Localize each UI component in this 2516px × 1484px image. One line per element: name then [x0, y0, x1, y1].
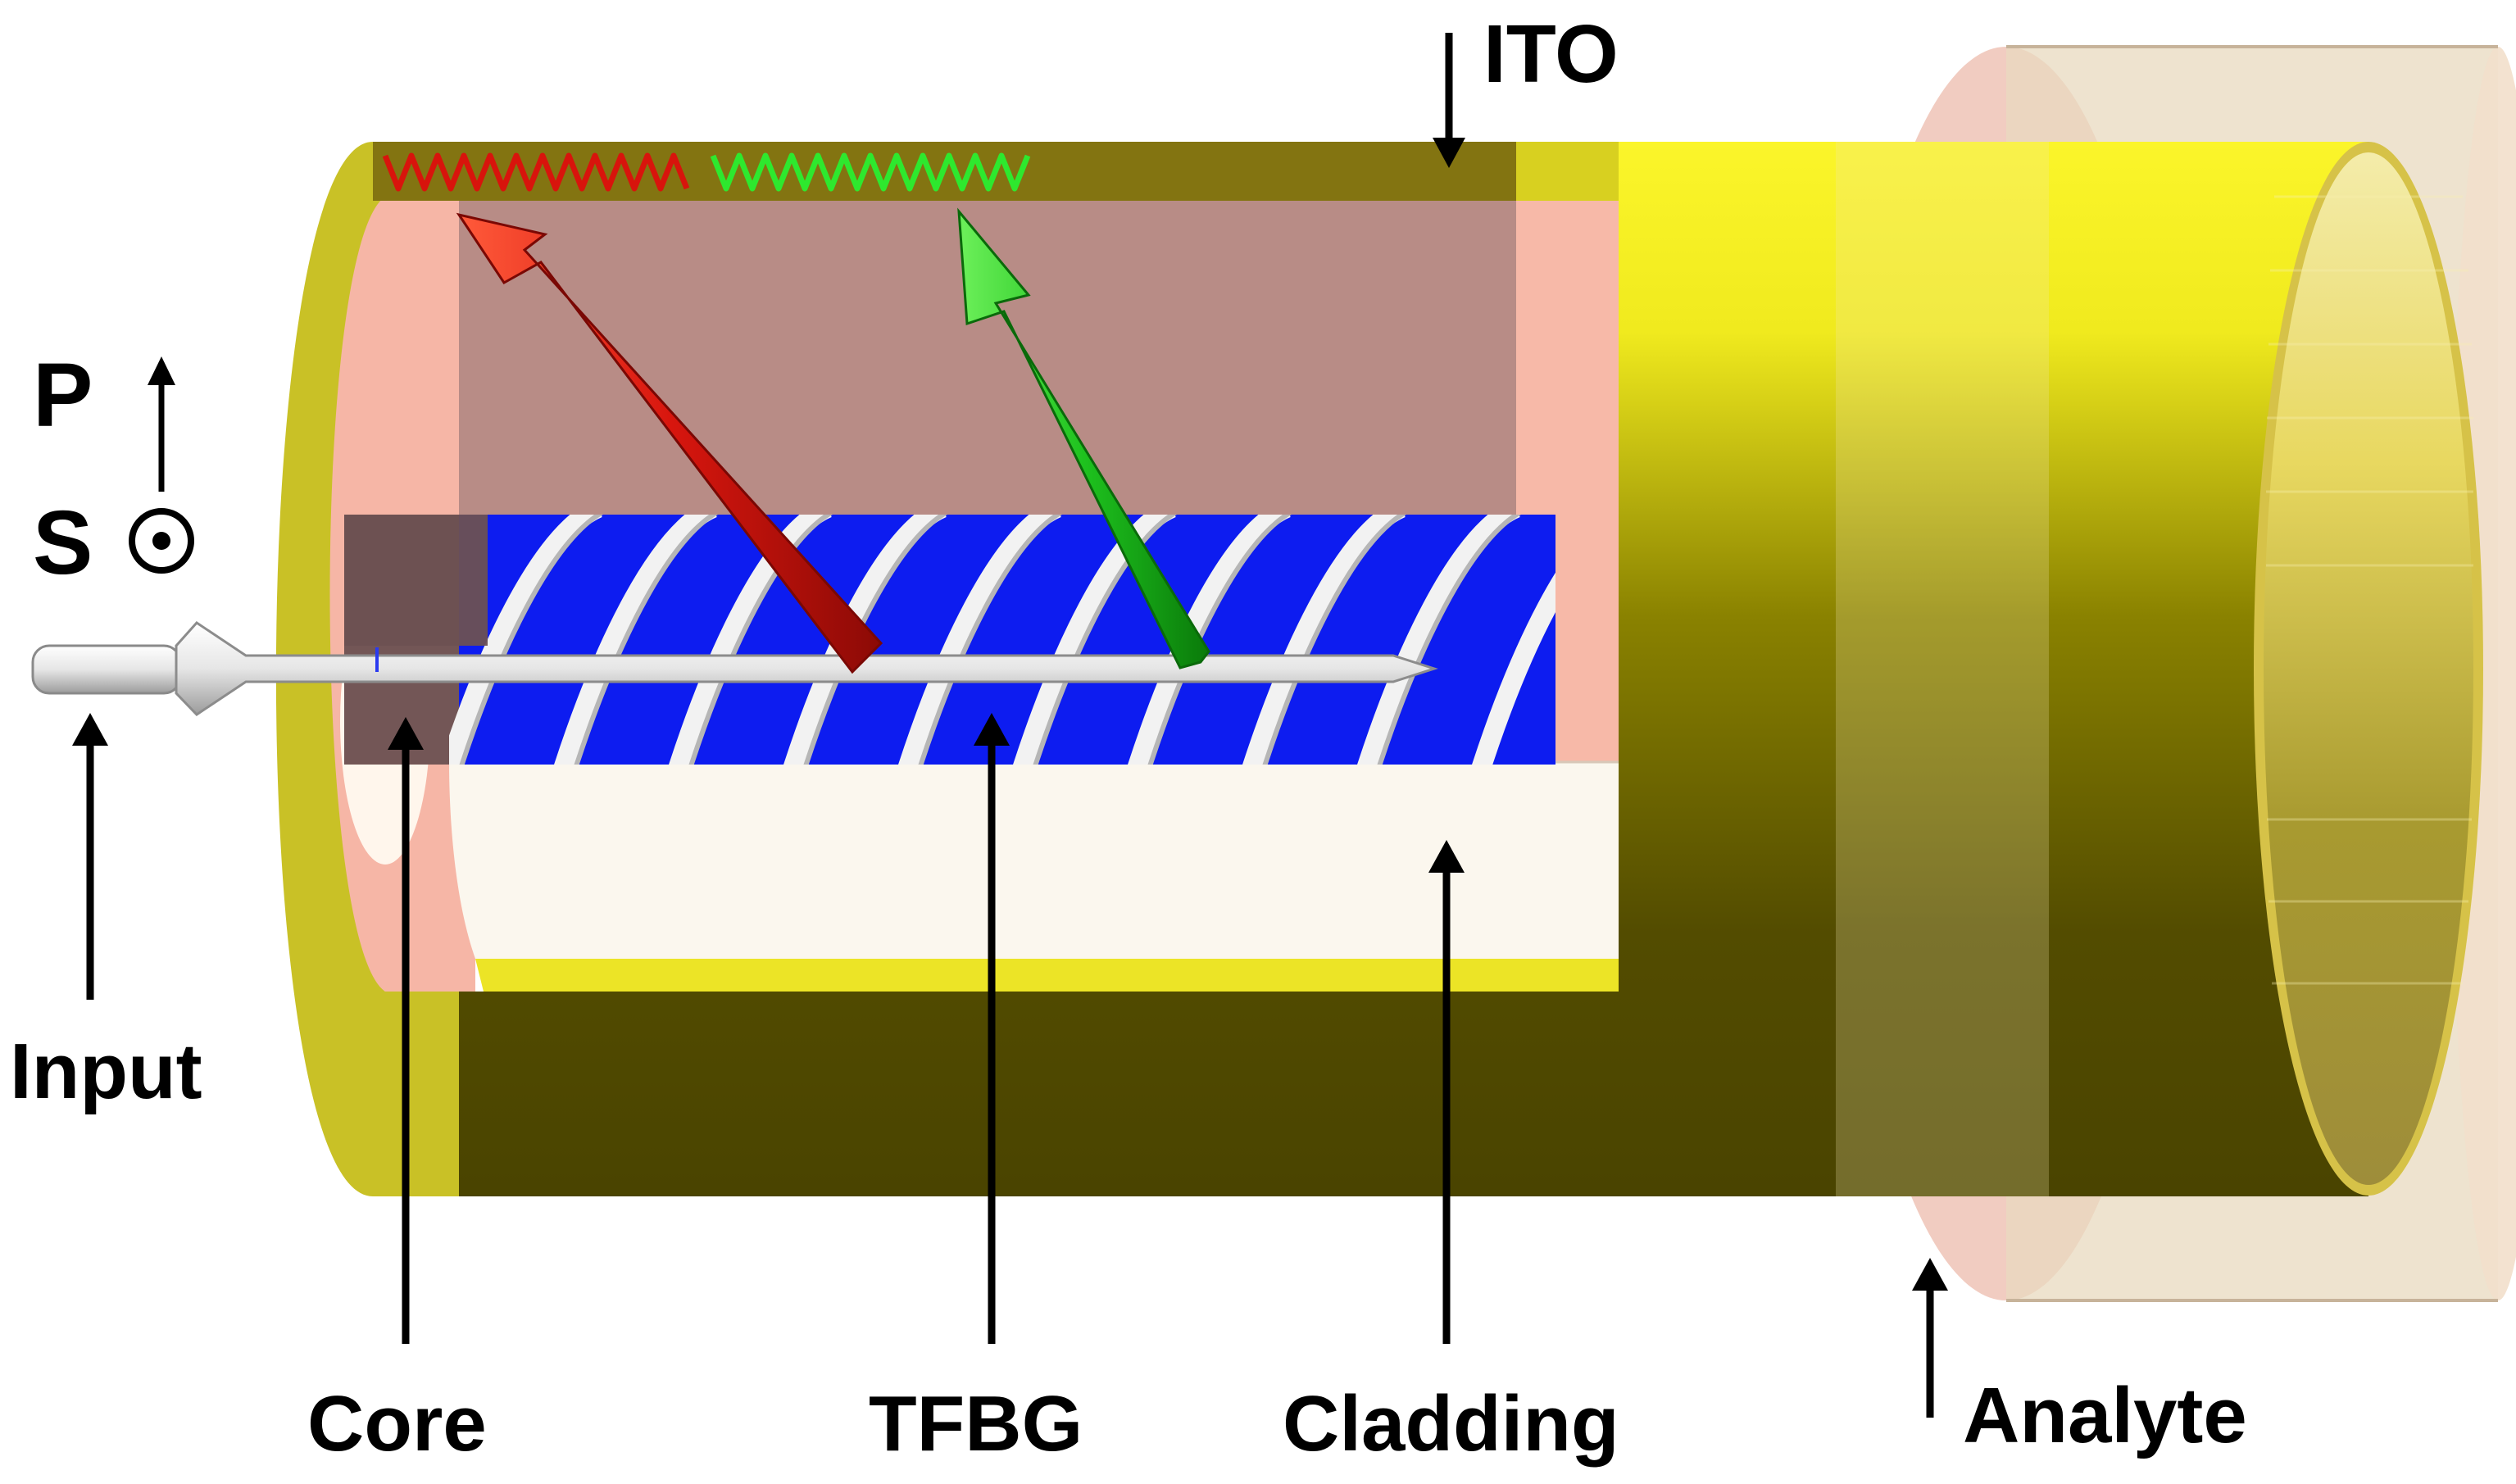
input-label: Input: [10, 1028, 202, 1115]
red-reflected-beam: [456, 212, 883, 674]
surface-wave-green: [710, 152, 1031, 192]
s-polarization-label: S: [33, 492, 93, 593]
surface-wave-red: [382, 152, 690, 192]
p-polarization-label: P: [33, 345, 93, 446]
input-light-beam: [31, 621, 1438, 716]
core-label: Core: [307, 1380, 487, 1468]
green-reflected-beam: [957, 207, 1210, 669]
tfbg-label: TFBG: [869, 1380, 1083, 1468]
cladding-label: Cladding: [1283, 1380, 1619, 1468]
analyte-label: Analyte: [1963, 1372, 2247, 1459]
polarization-indicator: [129, 356, 194, 574]
pointer-arrows: [72, 33, 1948, 1418]
core-grating: [344, 515, 1555, 765]
ito-coated-cylinder: [459, 142, 2483, 1196]
ito-label: ITO: [1483, 8, 1619, 100]
